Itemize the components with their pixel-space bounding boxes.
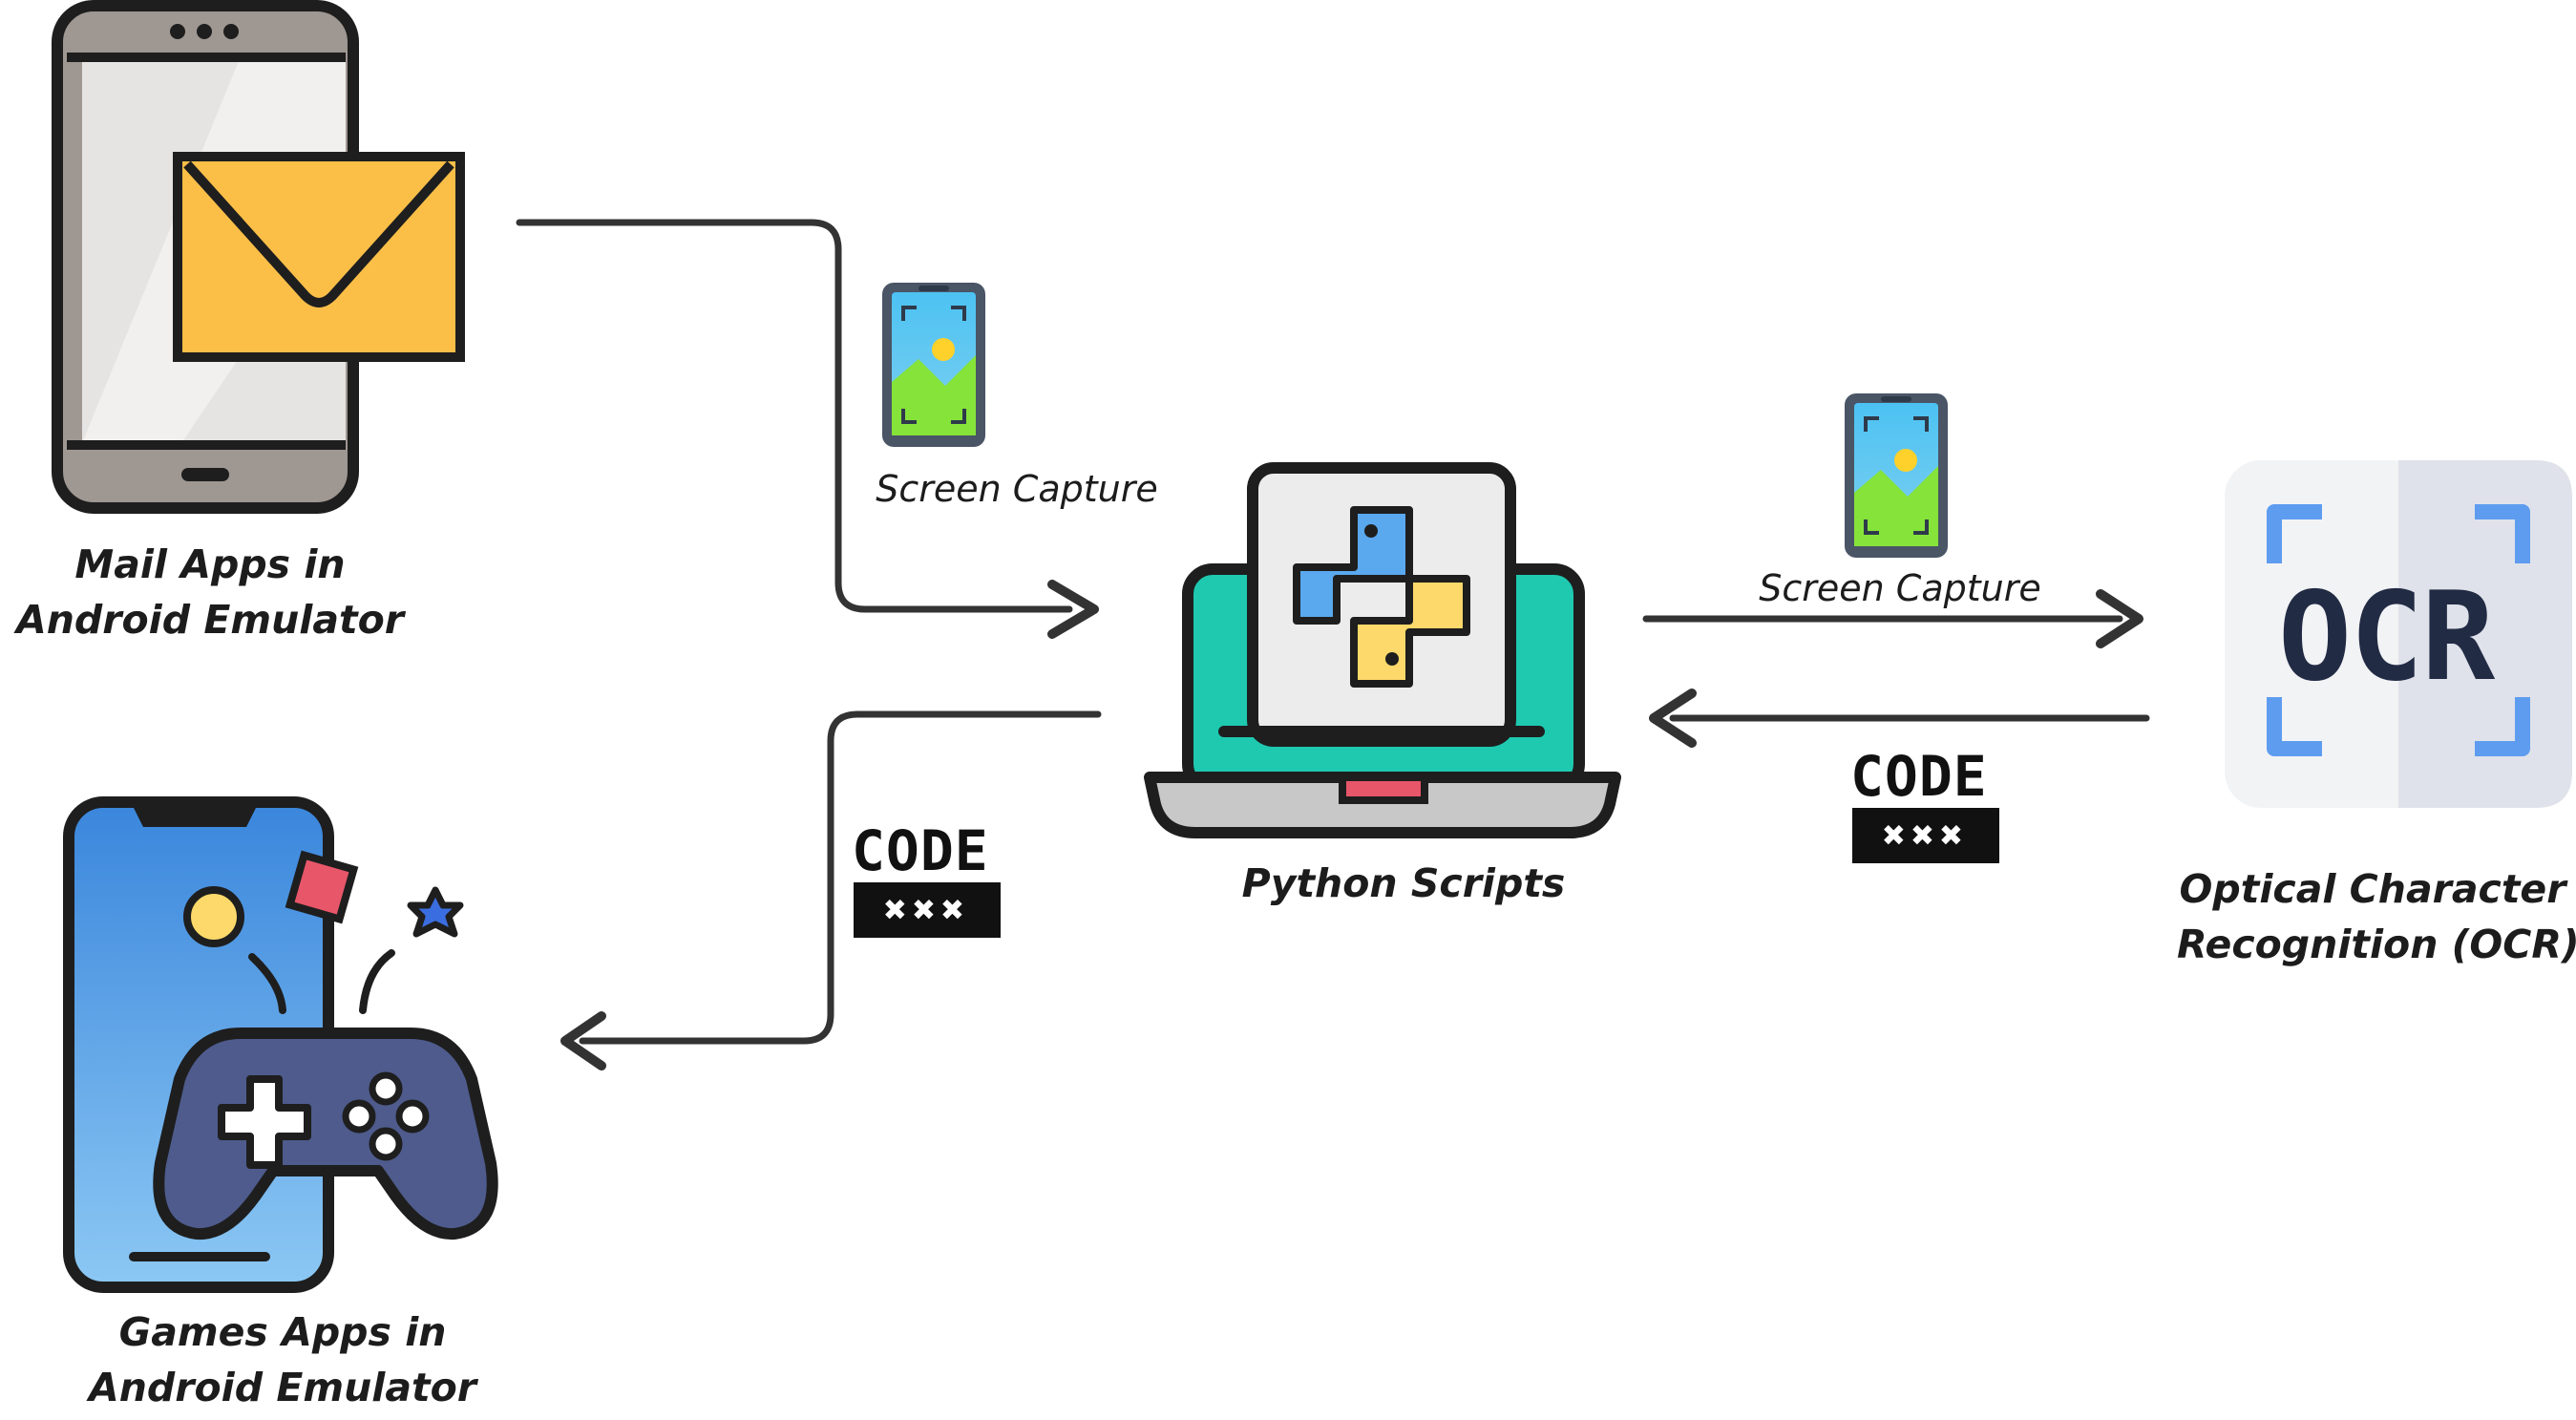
mail-label-line1: Mail Apps in <box>74 541 346 587</box>
code-word-left: CODE <box>852 818 989 883</box>
python-scripts-label: Python Scripts <box>1241 860 1566 906</box>
ocr-scanner-icon <box>2225 460 2572 808</box>
mail-label-line2: Android Emulator <box>16 597 404 643</box>
screen-capture-label-left: Screen Capture <box>876 468 1158 510</box>
ocr-icon-text: OCR <box>2278 566 2495 709</box>
games-label-line2: Android Emulator <box>89 1365 476 1410</box>
screenshot-phone-icon <box>882 283 985 447</box>
games-label-line1: Games Apps in <box>118 1309 447 1355</box>
arrow-mail-to-python <box>516 219 1099 639</box>
python-logo-icon <box>1293 506 1470 688</box>
screen-capture-label-right: Screen Capture <box>1759 567 2041 609</box>
arrow-python-to-ocr <box>1642 589 2143 648</box>
games-apps-label: Games Apps in Android Emulator <box>82 1304 483 1415</box>
code-mask-left: ✖✖✖ <box>854 882 1001 938</box>
ocr-label-line1: Optical Character <box>2179 866 2566 912</box>
screenshot-phone-icon <box>1845 393 1948 558</box>
arrow-ocr-to-python <box>1649 689 2150 748</box>
code-word-right: CODE <box>1850 744 1988 809</box>
mail-apps-label: Mail Apps in Android Emulator <box>10 537 411 647</box>
gamepad-icon <box>153 1028 498 1240</box>
ocr-label-line2: Recognition (OCR) <box>2177 922 2576 967</box>
envelope-icon <box>173 152 465 362</box>
code-mask-right: ✖✖✖ <box>1852 808 1999 863</box>
arrow-python-to-games <box>560 710 1102 1070</box>
ocr-label: Optical Character Recognition (OCR) <box>2177 861 2576 972</box>
